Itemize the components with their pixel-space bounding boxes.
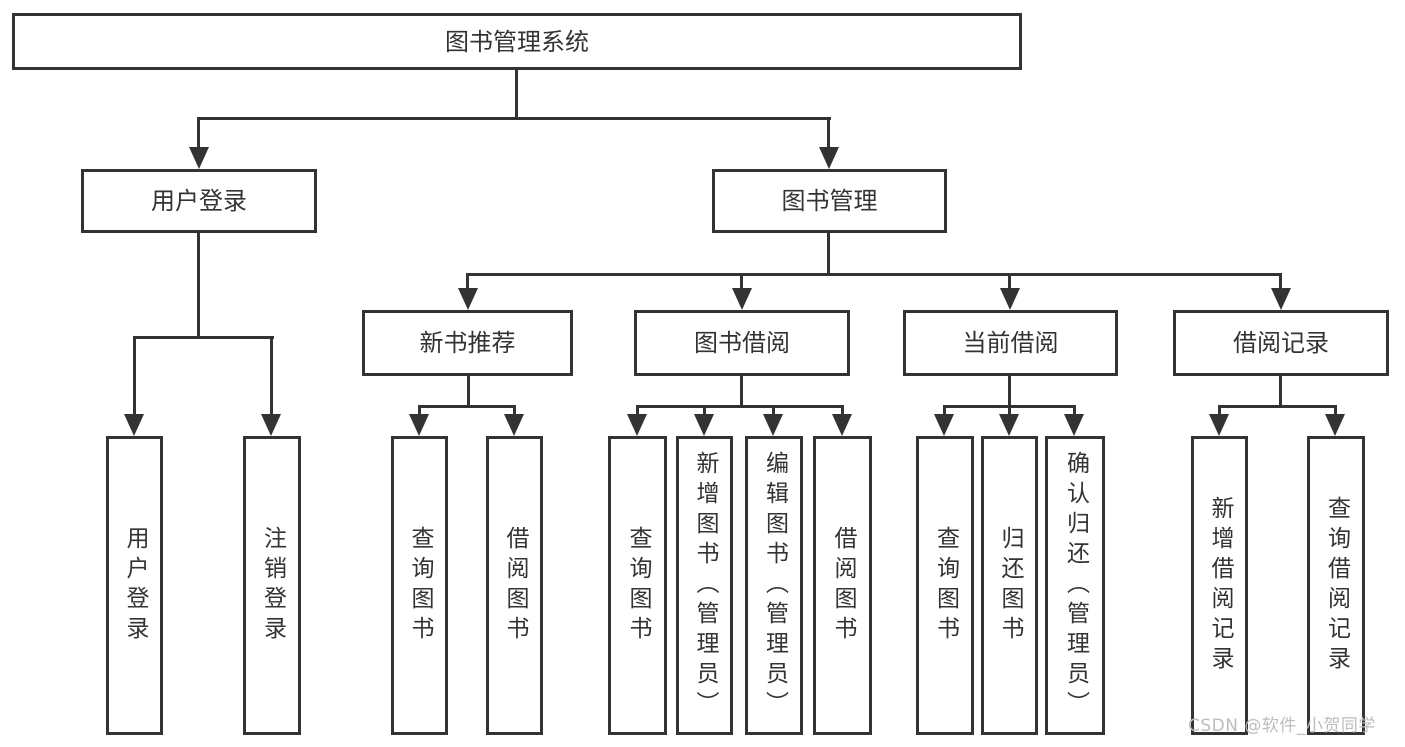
leaf-borrow-borrow-book: 借阅图书: [813, 436, 872, 735]
leaf-newbook-borrow-label: 借阅图书: [502, 525, 528, 646]
leaf-user-login-label: 用户登录: [122, 525, 148, 646]
connector-line: [197, 233, 200, 336]
connector-line: [1008, 376, 1011, 405]
node-new-book-recommend-label: 新书推荐: [419, 329, 516, 357]
connector-line: [270, 336, 273, 414]
connector-arrowhead: [1000, 288, 1020, 310]
connector-line: [740, 376, 743, 405]
connector-arrowhead: [1064, 414, 1084, 436]
connector-line: [1218, 405, 1337, 408]
connector-arrowhead: [504, 414, 524, 436]
connector-line: [467, 376, 470, 405]
node-book-borrow: 图书借阅: [634, 310, 850, 376]
connector-line: [466, 273, 469, 288]
connector-arrowhead: [763, 414, 783, 436]
node-user-login: 用户登录: [81, 169, 317, 233]
node-user-login-label: 用户登录: [151, 187, 247, 215]
leaf-current-confirm-return: 确认归还（管理员）: [1045, 436, 1105, 735]
connector-arrowhead: [261, 414, 281, 436]
node-current-borrow: 当前借阅: [903, 310, 1118, 376]
leaf-logout: 注销登录: [243, 436, 301, 735]
node-book-management-label: 图书管理: [781, 187, 878, 215]
connector-line: [468, 273, 1282, 276]
node-root-label: 图书管理系统: [445, 27, 589, 56]
connector-line: [418, 405, 515, 408]
connector-line: [515, 70, 518, 117]
leaf-newbook-query: 查询图书: [391, 436, 448, 735]
connector-line: [827, 117, 830, 147]
connector-line: [1008, 273, 1011, 288]
connector-line: [197, 117, 831, 120]
connector-line: [740, 273, 743, 288]
node-root: 图书管理系统: [12, 13, 1022, 70]
connector-line: [513, 405, 516, 414]
connector-line: [1334, 405, 1337, 414]
csdn-watermark: CSDN @软件_小贺同学: [1188, 716, 1376, 736]
connector-line: [772, 405, 775, 414]
node-new-book-recommend: 新书推荐: [362, 310, 573, 376]
connector-arrowhead: [999, 414, 1019, 436]
connector-line: [1218, 405, 1221, 414]
connector-arrowhead: [819, 147, 839, 169]
leaf-borrow-add-book: 新增图书（管理员）: [676, 436, 733, 735]
connector-arrowhead: [832, 414, 852, 436]
connector-line: [636, 405, 843, 408]
connector-line: [1008, 405, 1011, 414]
connector-line: [133, 336, 274, 339]
connector-arrowhead: [1209, 414, 1229, 436]
leaf-borrow-edit-book: 编辑图书（管理员）: [745, 436, 803, 735]
connector-line: [133, 336, 136, 414]
connector-line: [1279, 376, 1282, 405]
connector-line: [841, 405, 844, 414]
leaf-record-add-label: 新增借阅记录: [1207, 495, 1233, 676]
leaf-record-query-label: 查询借阅记录: [1323, 495, 1350, 676]
connector-line: [197, 117, 200, 147]
connector-arrowhead: [1325, 414, 1345, 436]
leaf-logout-label: 注销登录: [259, 525, 286, 646]
connector-line: [1279, 273, 1282, 288]
node-book-borrow-label: 图书借阅: [694, 329, 790, 357]
leaf-borrow-add-book-label: 新增图书（管理员）: [692, 450, 718, 721]
connector-arrowhead: [189, 147, 209, 169]
connector-line: [1073, 405, 1076, 414]
leaf-current-query: 查询图书: [916, 436, 974, 735]
leaf-record-query: 查询借阅记录: [1307, 436, 1365, 735]
connector-arrowhead: [124, 414, 144, 436]
connector-arrowhead: [458, 288, 478, 310]
leaf-borrow-query: 查询图书: [608, 436, 667, 735]
node-borrow-records: 借阅记录: [1173, 310, 1389, 376]
connector-arrowhead: [732, 288, 752, 310]
leaf-newbook-query-label: 查询图书: [407, 525, 433, 646]
connector-arrowhead: [694, 414, 714, 436]
node-book-management: 图书管理: [712, 169, 947, 233]
connector-line: [703, 405, 706, 414]
connector-arrowhead: [1271, 288, 1291, 310]
leaf-current-query-label: 查询图书: [932, 525, 959, 646]
node-current-borrow-label: 当前借阅: [962, 329, 1059, 357]
leaf-newbook-borrow: 借阅图书: [486, 436, 543, 735]
leaf-current-confirm-return-label: 确认归还（管理员）: [1062, 450, 1089, 721]
leaf-record-add: 新增借阅记录: [1191, 436, 1248, 735]
node-borrow-records-label: 借阅记录: [1233, 329, 1329, 357]
connector-arrowhead: [627, 414, 647, 436]
connector-line: [943, 405, 946, 414]
connector-line: [827, 233, 830, 273]
leaf-user-login: 用户登录: [106, 436, 163, 735]
leaf-current-return: 归还图书: [981, 436, 1038, 735]
connector-line: [636, 405, 639, 414]
leaf-borrow-borrow-book-label: 借阅图书: [830, 525, 856, 646]
connector-arrowhead: [409, 414, 429, 436]
connector-line: [418, 405, 421, 414]
leaf-borrow-edit-book-label: 编辑图书（管理员）: [761, 450, 788, 721]
leaf-current-return-label: 归还图书: [997, 525, 1023, 646]
leaf-borrow-query-label: 查询图书: [625, 525, 651, 646]
connector-arrowhead: [934, 414, 954, 436]
